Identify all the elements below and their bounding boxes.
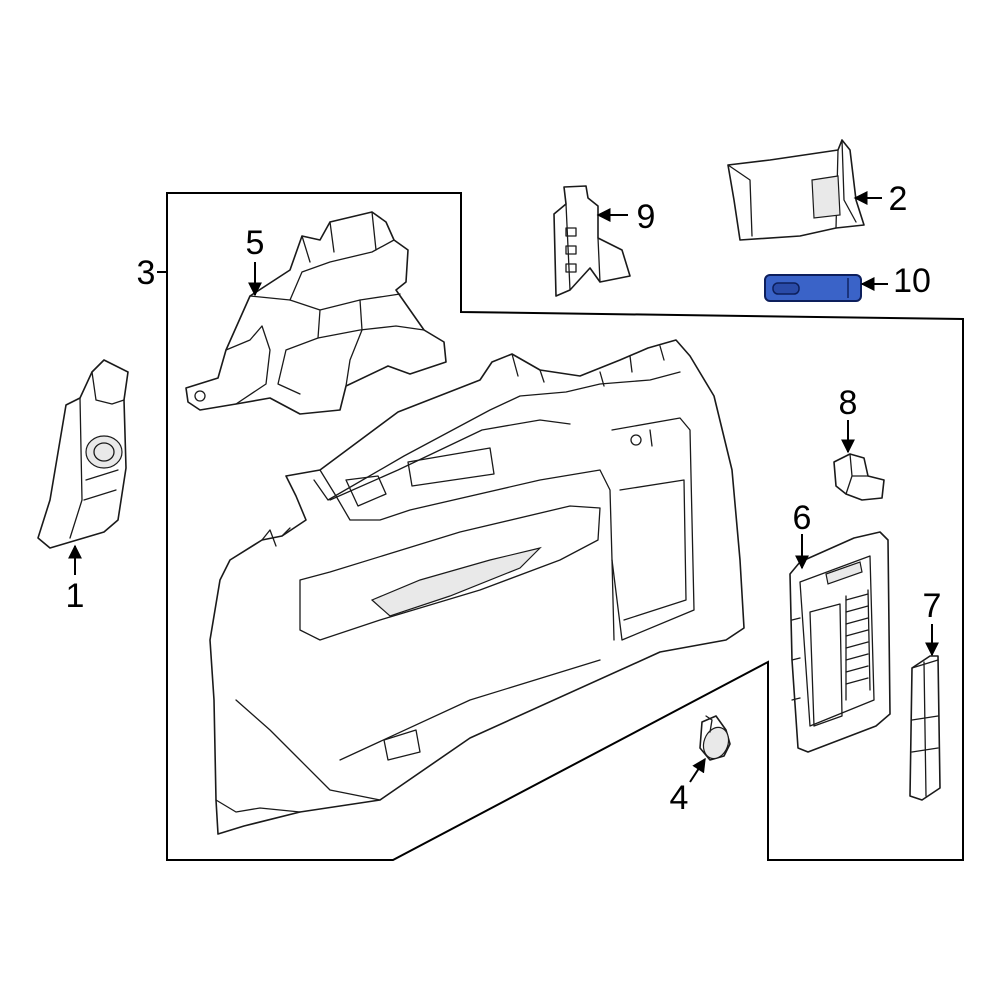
- callout-8[interactable]: 8: [839, 384, 858, 422]
- callout-1[interactable]: 1: [66, 577, 85, 615]
- part-9-bracket[interactable]: [553, 185, 631, 297]
- callout-9[interactable]: 9: [637, 198, 656, 236]
- part-4-push-pin[interactable]: [699, 715, 732, 762]
- part-3-quarter-trim-panel[interactable]: [209, 339, 745, 835]
- assembly-frame: [166, 192, 964, 861]
- callout-labels: 1 2 3 4 5 6 7 8 9 10: [66, 180, 942, 817]
- callout-2[interactable]: 2: [889, 180, 908, 218]
- callout-10[interactable]: 10: [893, 262, 931, 300]
- callout-4[interactable]: 4: [670, 779, 689, 817]
- part-7-trim-strip[interactable]: [909, 655, 941, 801]
- leader-lines: [68, 191, 939, 783]
- callout-3[interactable]: 3: [137, 254, 156, 292]
- part-1-pillar-trim[interactable]: [37, 359, 129, 549]
- callout-6[interactable]: 6: [793, 499, 812, 537]
- callout-5[interactable]: 5: [246, 224, 265, 262]
- callout-7[interactable]: 7: [923, 587, 942, 625]
- part-6-vent-panel[interactable]: [789, 531, 891, 753]
- part-2-upper-trim[interactable]: [727, 139, 865, 241]
- part-8-clip[interactable]: [833, 453, 885, 501]
- part-5-storage-bracket[interactable]: [185, 211, 447, 415]
- part-10-handle[interactable]: [764, 274, 862, 302]
- leader-4: [689, 757, 706, 783]
